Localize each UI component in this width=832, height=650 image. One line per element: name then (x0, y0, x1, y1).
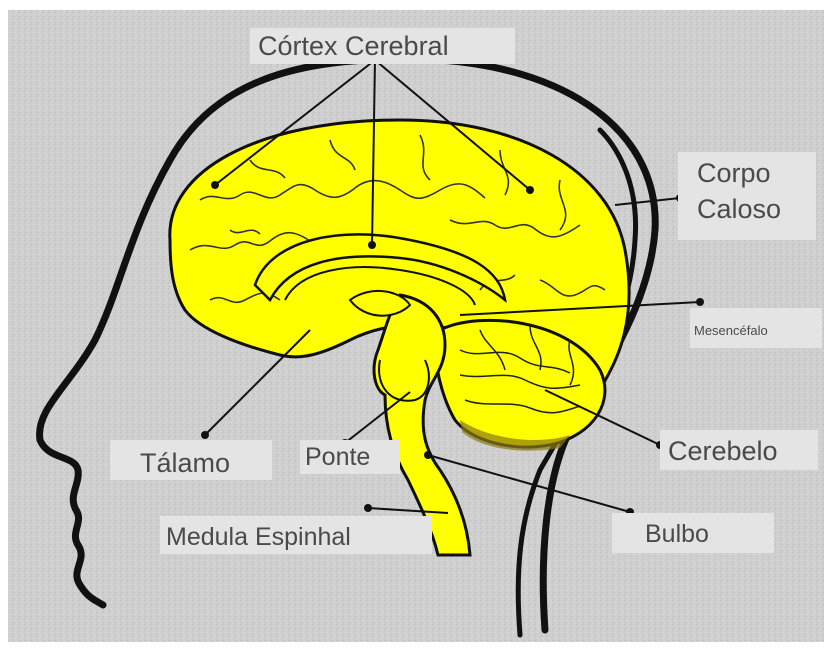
label-talamo: Tálamo (140, 448, 230, 478)
label-mesencefalo: Mesencéfalo (694, 323, 768, 338)
label-corpo: Corpo (697, 158, 771, 188)
label-cortex: Córtex Cerebral (258, 31, 449, 61)
label-ponte: Ponte (305, 443, 370, 471)
label-cerebelo: Cerebelo (668, 436, 778, 466)
label-bulbo: Bulbo (645, 520, 709, 548)
label-medula: Medula Espinhal (166, 523, 351, 551)
label-caloso: Caloso (697, 194, 781, 224)
